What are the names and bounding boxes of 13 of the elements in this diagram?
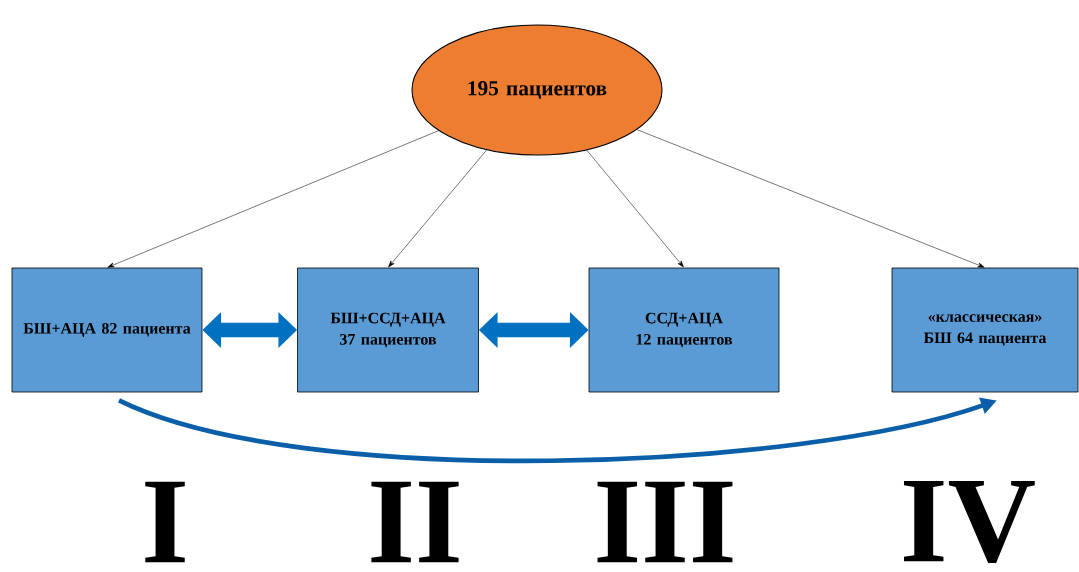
arrow: [107, 130, 439, 268]
roman-numeral: III: [597, 481, 733, 563]
roman-numeral: I: [145, 481, 185, 563]
roman-numeral: IV: [904, 480, 1035, 564]
arrow: [586, 149, 684, 268]
roman-numeral: II: [371, 481, 459, 563]
process-box: ССД+АЦА 12 пациентов: [588, 267, 780, 393]
process-box: БШ+ССД+АЦА 37 пациентов: [297, 267, 479, 393]
oval-node: 195 пациентов: [411, 24, 663, 156]
process-box: БШ+АЦА 82 пациента: [11, 267, 203, 393]
arrow: [388, 149, 487, 268]
process-box: «классическая» БШ 64 пациента: [891, 267, 1079, 393]
arrow: [636, 129, 985, 268]
